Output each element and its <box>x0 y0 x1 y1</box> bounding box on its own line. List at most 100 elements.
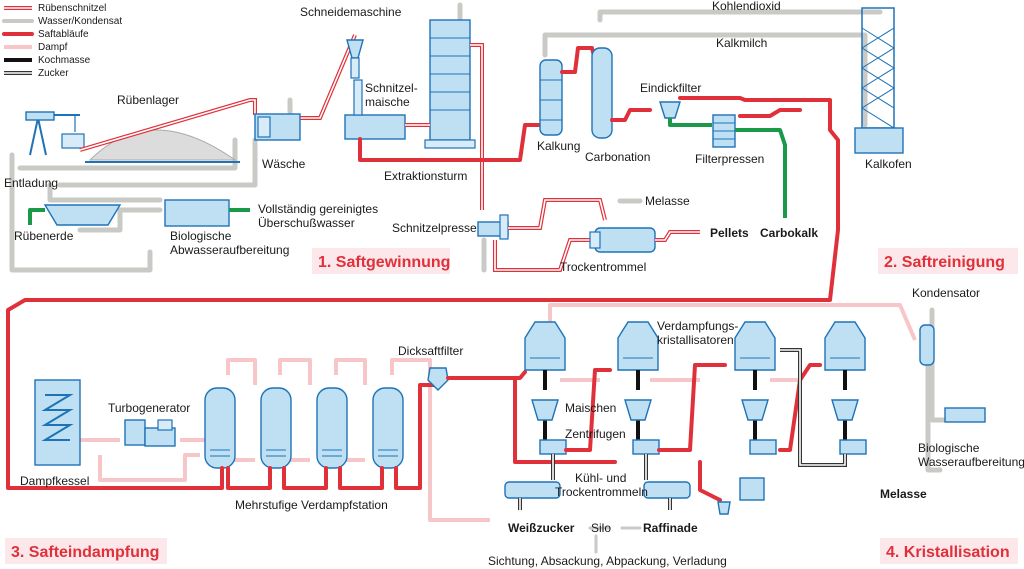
zentrifuge-3 <box>749 439 777 455</box>
label-bio-1a: Biologische <box>170 229 232 243</box>
maische-4 <box>831 399 859 421</box>
entladung-crane-icon <box>25 111 85 156</box>
label-verdampfstation: Mehrstufige Verdampfstation <box>235 498 388 512</box>
label-kalkofen: Kalkofen <box>865 157 912 171</box>
label-waesche: Wäsche <box>262 157 306 171</box>
label-bio-2b: Wasseraufbereitung <box>918 455 1024 469</box>
evaporator-4 <box>372 387 404 469</box>
stage-3-box <box>5 538 167 564</box>
evaporator-2 <box>260 387 292 469</box>
crystallizer-4 <box>824 321 866 371</box>
stage-4-label: 4. Kristallisation <box>886 544 1010 561</box>
label-verdampfungskristallisatoren-1: Verdampfungs- <box>657 319 738 333</box>
zentrifuge-4 <box>839 439 867 455</box>
stage-4-box <box>880 538 1018 564</box>
label-dicksaftfilter: Dicksaftfilter <box>398 344 463 358</box>
legend-label-steam: Dampf <box>38 42 68 53</box>
stage-3-area: 3. Safteindampfung <box>5 358 527 564</box>
water-line <box>9 152 153 273</box>
crystallizer-1 <box>524 321 566 371</box>
label-schneidemaschine: Schneidemaschine <box>300 5 402 19</box>
kondensator <box>919 324 935 366</box>
kalkofen-tower <box>854 7 904 154</box>
maische-3 <box>741 399 769 421</box>
label-kuehl-1: Kühl- und <box>575 471 626 485</box>
stage-2-label: 2. Saftreinigung <box>884 254 1005 271</box>
label-trockentrommel: Trockentrommel <box>560 260 646 274</box>
dampfkessel-boiler <box>34 379 81 466</box>
label-raffinade: Raffinade <box>643 521 698 535</box>
label-silo: Silo <box>591 521 611 535</box>
labels: Rübenlager Entladung Wäsche Schneidemasc… <box>4 0 1024 568</box>
stage-1-label: 1. Saftgewinnung <box>318 254 450 271</box>
crystallizer-2 <box>617 321 659 371</box>
label-schnitzelmaische-2: maische <box>365 95 410 109</box>
label-schnitzelpresse: Schnitzelpresse <box>392 221 477 235</box>
affination-tank <box>739 477 765 501</box>
kuehltrommel-2 <box>643 481 691 499</box>
stage-1-area: 1. Saftgewinnung <box>9 2 700 274</box>
label-kondensator: Kondensator <box>912 286 980 300</box>
label-entladung: Entladung <box>4 176 58 190</box>
label-turbogenerator: Turbogenerator <box>108 401 190 415</box>
label-verdampfungskristallisatoren-2: kristallisatoren <box>657 333 734 347</box>
label-bio-2a: Biologische <box>918 441 980 455</box>
stage-3-label: 3. Safteindampfung <box>11 544 159 561</box>
label-schnitzelmaische-1: Schnitzel- <box>365 81 418 95</box>
label-kalkmilch: Kalkmilch <box>716 36 767 50</box>
eindickfilter <box>659 101 681 119</box>
zentrifuge-2 <box>632 439 660 455</box>
carbonation-tank <box>591 47 613 139</box>
label-zentrifugen: Zentrifugen <box>565 427 626 441</box>
kohlendioxid-line <box>597 9 883 23</box>
beet-pile-icon <box>88 129 237 161</box>
label-carbokalk: Carbokalk <box>760 226 818 240</box>
water-line <box>47 182 163 203</box>
water-line <box>57 137 258 188</box>
kalkung-tank <box>539 59 563 136</box>
evaporator-1 <box>204 387 236 469</box>
schnitzelmaische-tank <box>344 114 406 140</box>
carbokalk-line <box>735 128 787 218</box>
label-bio-1b: Abwasseraufbereitung <box>170 243 289 257</box>
clarified-juice-line <box>6 96 840 387</box>
legend-label-mass: Kochmasse <box>38 55 91 66</box>
stage-2-area: 2. Saftreinigung <box>6 7 1018 387</box>
filter-small <box>717 501 731 515</box>
legend-label-water: Wasser/Kondensat <box>38 16 122 27</box>
zentrifuge-1 <box>539 439 567 455</box>
legend-label-beet: Rübenschnitzel <box>38 3 106 14</box>
label-filterpressen: Filterpressen <box>695 152 764 166</box>
label-carbonation: Carbonation <box>585 150 650 164</box>
label-weisszucker: Weißzucker <box>508 521 575 535</box>
label-maischen: Maischen <box>565 401 616 415</box>
dicksaftfilter <box>427 367 449 391</box>
trockentrommel <box>594 227 656 253</box>
label-eindickfilter: Eindickfilter <box>640 81 701 95</box>
stage-4-area: 4. Kristallisation <box>504 303 1018 564</box>
raw-juice-line <box>358 123 542 162</box>
legend-label-sugar: Zucker <box>38 68 69 79</box>
extraktionsturm-tower <box>429 19 471 141</box>
label-ruebenerde: Rübenerde <box>14 229 74 243</box>
label-melasse-top: Melasse <box>645 194 690 208</box>
kuehltrommel-1 <box>504 481 561 499</box>
stage-2-box <box>878 248 1018 274</box>
schneidemaschine-hopper <box>346 39 364 59</box>
legend: Rübenschnitzel Wasser/Kondensat Saftablä… <box>2 3 122 79</box>
label-melasse-bottom: Melasse <box>880 487 927 501</box>
label-kalkung: Kalkung <box>537 139 580 153</box>
evaporator-3 <box>316 387 348 469</box>
label-kuehl-2: Trockentrommeln <box>555 485 648 499</box>
water-line <box>17 137 238 171</box>
label-sichtung: Sichtung, Absackung, Abpackung, Verladun… <box>488 554 727 568</box>
ruebenerde-settler <box>43 204 122 226</box>
label-extraktionsturm: Extraktionsturm <box>384 169 467 183</box>
stage-1-box <box>312 248 450 274</box>
label-ueberschusswasser-1: Vollständig gereinigtes <box>258 202 378 216</box>
label-ruebenlager: Rübenlager <box>117 93 179 107</box>
label-dampfkessel: Dampfkessel <box>20 474 89 488</box>
label-kohlendioxid: Kohlendioxid <box>712 0 781 13</box>
kalkmilch-line <box>542 32 868 128</box>
